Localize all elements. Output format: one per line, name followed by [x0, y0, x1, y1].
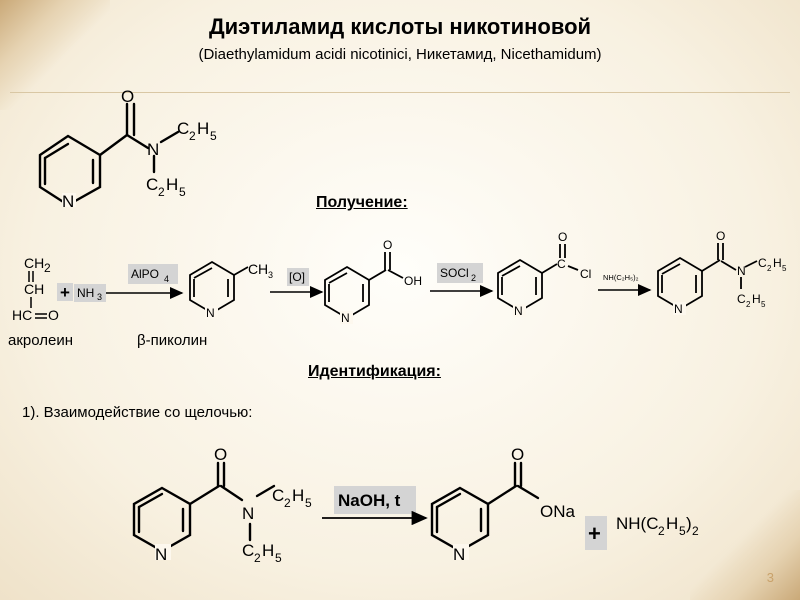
svg-text:N: N	[147, 140, 159, 159]
svg-text:C: C	[758, 256, 767, 270]
svg-text:N: N	[242, 504, 254, 523]
svg-text:NaOH, t: NaOH, t	[338, 491, 401, 510]
svg-text:O: O	[558, 230, 567, 244]
svg-text:5: 5	[275, 551, 282, 565]
svg-text:OH: OH	[404, 274, 422, 288]
svg-text:C: C	[737, 292, 746, 306]
svg-text:5: 5	[305, 496, 312, 510]
step-1-text: 1). Взаимодействие со щелочью:	[22, 404, 253, 421]
svg-text:O: O	[383, 238, 392, 252]
svg-text:H: H	[258, 261, 268, 277]
svg-text:C: C	[146, 175, 158, 194]
corner-decoration-top-left	[0, 0, 110, 110]
svg-text:3: 3	[97, 292, 102, 302]
svg-text:N: N	[674, 302, 683, 316]
svg-text:N: N	[737, 264, 746, 278]
svg-text:C: C	[557, 257, 566, 271]
svg-text:H: H	[292, 486, 304, 505]
slide-title: Диэтиламид кислоты никотиновой	[208, 14, 592, 39]
svg-text:H: H	[773, 256, 782, 270]
svg-text:[O]: [O]	[289, 270, 305, 284]
sodium-nicotinate-structure	[430, 461, 540, 553]
svg-text:2: 2	[692, 524, 699, 538]
svg-text:5: 5	[210, 129, 217, 143]
svg-text:N: N	[453, 545, 465, 564]
plus-box-2	[585, 516, 607, 550]
caption-acrolein: акролеин	[8, 332, 74, 349]
svg-text:Cl: Cl	[580, 267, 591, 281]
corner-decoration-bottom-right	[690, 490, 800, 600]
svg-text:CH: CH	[24, 281, 44, 297]
nh3-box	[74, 284, 106, 302]
svg-text:NH(C: NH(C	[616, 514, 659, 533]
svg-text:2: 2	[746, 300, 751, 309]
svg-text:2: 2	[158, 185, 165, 199]
svg-text:3: 3	[268, 270, 273, 280]
caption-beta-picoline: β-пиколин	[137, 332, 208, 349]
svg-text:2: 2	[767, 264, 772, 273]
svg-text:5: 5	[782, 264, 787, 273]
svg-text:2: 2	[44, 261, 51, 275]
svg-text:CH: CH	[24, 255, 44, 271]
nicethamide-labels: N O N C 2 H 5 C 2 H 5	[62, 87, 217, 211]
nicotinoyl-chloride-structure	[497, 244, 579, 313]
svg-text:5: 5	[179, 185, 186, 199]
svg-text:C: C	[177, 119, 189, 138]
svg-text:5: 5	[761, 300, 766, 309]
svg-text:O: O	[48, 307, 59, 323]
nicotinic-acid-structure	[324, 252, 404, 320]
svg-text:5: 5	[679, 524, 686, 538]
plus-box	[57, 283, 73, 301]
heading-identification: Идентификация:	[308, 363, 441, 380]
oxidation-box	[287, 268, 309, 286]
svg-text:N: N	[341, 311, 350, 325]
slide-subtitle: (Diaethylamidum acidi nicotinici, Никета…	[198, 46, 602, 63]
svg-text:O: O	[214, 445, 227, 464]
naoh-box	[334, 486, 416, 514]
divider	[10, 92, 790, 93]
svg-text:N: N	[206, 306, 215, 320]
svg-text:AlPO: AlPO	[131, 267, 159, 281]
svg-text:H: H	[166, 175, 178, 194]
svg-text:O: O	[511, 445, 524, 464]
picoline-structure	[189, 260, 249, 315]
svg-text:N: N	[155, 545, 167, 564]
svg-text:SOCl: SOCl	[440, 266, 469, 280]
svg-text:+: +	[588, 521, 601, 546]
svg-text:NH(C₂H₅)₂: NH(C₂H₅)₂	[603, 273, 639, 282]
svg-text:2: 2	[254, 551, 261, 565]
svg-text:H: H	[197, 119, 209, 138]
svg-text:NH: NH	[77, 286, 94, 300]
alpo4-box	[128, 264, 178, 284]
svg-text:): )	[686, 514, 692, 533]
svg-text:2: 2	[284, 496, 291, 510]
svg-text:H: H	[262, 541, 274, 560]
svg-text:2: 2	[658, 524, 665, 538]
socl2-box	[437, 263, 483, 283]
svg-text:+: +	[60, 283, 70, 302]
svg-text:C: C	[242, 541, 254, 560]
svg-text:O: O	[716, 229, 725, 243]
svg-text:4: 4	[164, 274, 169, 284]
heading-preparation: Получение:	[316, 194, 408, 211]
svg-text:H: H	[666, 514, 678, 533]
svg-text:O: O	[121, 87, 134, 106]
svg-text:ONa: ONa	[540, 502, 576, 521]
acrolein-structure: CH 2 CH HC O	[12, 255, 59, 323]
svg-text:2: 2	[189, 129, 196, 143]
svg-text:C: C	[248, 261, 258, 277]
svg-text:N: N	[62, 192, 74, 211]
svg-text:HC: HC	[12, 307, 32, 323]
svg-text:N: N	[514, 304, 523, 318]
svg-text:H: H	[752, 292, 761, 306]
diethylamine-formula: NH(C 2 H 5 ) 2	[616, 514, 699, 538]
svg-text:2: 2	[471, 273, 476, 283]
page-number: 3	[766, 570, 774, 585]
svg-text:C: C	[272, 486, 284, 505]
